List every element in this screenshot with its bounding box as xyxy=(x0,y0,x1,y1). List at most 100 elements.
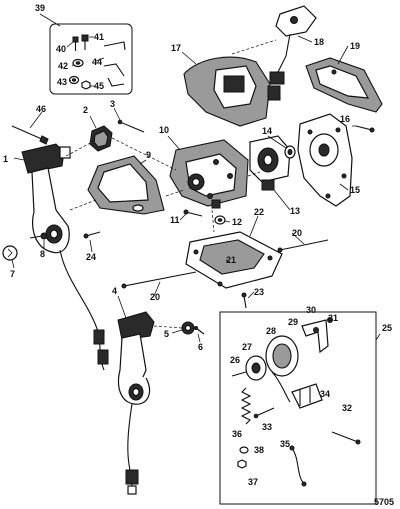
callout-19: 19 xyxy=(350,41,360,51)
screw-11 xyxy=(183,209,203,217)
callout-44: 44 xyxy=(92,57,102,67)
callout-12: 12 xyxy=(232,217,242,227)
callout-27: 27 xyxy=(242,342,252,352)
callout-26: 26 xyxy=(230,355,240,365)
callout-25: 25 xyxy=(382,323,392,333)
callout-16: 16 xyxy=(340,114,350,124)
nut-45 xyxy=(81,80,91,90)
callout-30: 30 xyxy=(306,305,316,315)
spring-36 xyxy=(240,387,252,425)
callout-37: 37 xyxy=(248,477,258,487)
bushing-2 xyxy=(89,125,113,152)
washer-43 xyxy=(68,75,80,85)
cover-19 xyxy=(305,57,383,113)
screw-23 xyxy=(241,292,247,309)
callout-20-lower: 20 xyxy=(150,292,160,302)
cover-9 xyxy=(87,155,165,215)
callout-28: 28 xyxy=(266,326,276,336)
rod-32 xyxy=(331,431,361,445)
housing-10 xyxy=(169,139,249,209)
callout-38: 38 xyxy=(254,445,264,455)
callout-6: 6 xyxy=(198,342,203,352)
callout-1: 1 xyxy=(3,154,8,164)
callout-labels: 1 2 3 4 5 6 7 8 9 10 11 12 13 14 15 16 1… xyxy=(3,3,392,487)
lever-arm-1 xyxy=(21,143,71,254)
callout-31: 31 xyxy=(328,313,338,323)
shroud-17 xyxy=(183,56,271,127)
cap-7 xyxy=(2,245,18,261)
screw-41 xyxy=(81,34,89,50)
callout-8: 8 xyxy=(40,249,45,259)
rotor-28 xyxy=(265,335,299,377)
hardware-inset-frame xyxy=(49,23,133,95)
callout-20-upper: 20 xyxy=(292,228,302,238)
screw-30 xyxy=(313,327,319,333)
callout-41: 41 xyxy=(94,32,104,42)
callout-21: 21 xyxy=(226,255,236,265)
base-22 xyxy=(185,231,283,289)
hex-key-44 xyxy=(103,41,126,87)
callout-7: 7 xyxy=(10,269,15,279)
callout-17: 17 xyxy=(171,43,181,53)
gear-5 xyxy=(181,321,195,335)
bracket-29 xyxy=(301,319,329,354)
plate-15 xyxy=(297,113,353,207)
clip-34 xyxy=(291,383,323,409)
callout-11: 11 xyxy=(170,215,180,225)
callout-14: 14 xyxy=(262,126,272,136)
callout-15: 15 xyxy=(350,185,360,195)
callout-10: 10 xyxy=(159,125,169,135)
callout-3: 3 xyxy=(110,99,115,109)
callout-29: 29 xyxy=(288,317,298,327)
figure-number: 5705 xyxy=(374,497,394,507)
washer-14 xyxy=(284,145,296,159)
callout-43: 43 xyxy=(57,77,67,87)
callout-23: 23 xyxy=(254,287,264,297)
switch-18 xyxy=(267,5,317,101)
callout-5: 5 xyxy=(164,329,169,339)
callout-9: 9 xyxy=(146,150,151,160)
lever-arm-4 xyxy=(117,311,155,405)
callout-33: 33 xyxy=(262,422,272,432)
nut-37 xyxy=(237,459,247,469)
harness-lower xyxy=(125,403,139,495)
callout-24: 24 xyxy=(86,252,96,262)
sensor-inset-25 xyxy=(219,311,377,505)
callout-18: 18 xyxy=(314,37,324,47)
callout-22: 22 xyxy=(254,207,264,217)
callout-39: 39 xyxy=(35,3,45,13)
leader-lines xyxy=(11,35,356,343)
callout-46: 46 xyxy=(36,104,46,114)
pin-3 xyxy=(117,119,145,133)
callout-4: 4 xyxy=(112,286,117,296)
screw-16 xyxy=(355,125,375,133)
callout-13: 13 xyxy=(290,206,300,216)
screw-24 xyxy=(83,231,101,239)
hub-27 xyxy=(245,355,267,381)
callout-36: 36 xyxy=(232,429,242,439)
screw-26 xyxy=(231,371,247,377)
wire-35 xyxy=(289,445,307,487)
harness-upper xyxy=(59,249,109,371)
bolt-46 xyxy=(11,125,49,145)
callout-35: 35 xyxy=(280,439,290,449)
callout-32: 32 xyxy=(342,403,352,413)
screw-31 xyxy=(327,317,333,323)
screw-6 xyxy=(194,326,205,335)
screw-8 xyxy=(29,232,48,240)
callout-2: 2 xyxy=(83,105,88,115)
assembly-guides xyxy=(65,39,277,329)
screw-40 xyxy=(72,36,79,51)
callout-42: 42 xyxy=(58,61,68,71)
sensor-inset-frame xyxy=(219,311,377,505)
hardware-inset-39 xyxy=(49,23,133,95)
rod-20-lower xyxy=(121,271,197,289)
washer-12 xyxy=(214,215,226,225)
callout-45: 45 xyxy=(94,81,104,91)
washer-38 xyxy=(239,446,249,454)
sensor-13 xyxy=(249,135,291,191)
rod-20-upper xyxy=(277,239,329,253)
callout-40: 40 xyxy=(56,44,66,54)
